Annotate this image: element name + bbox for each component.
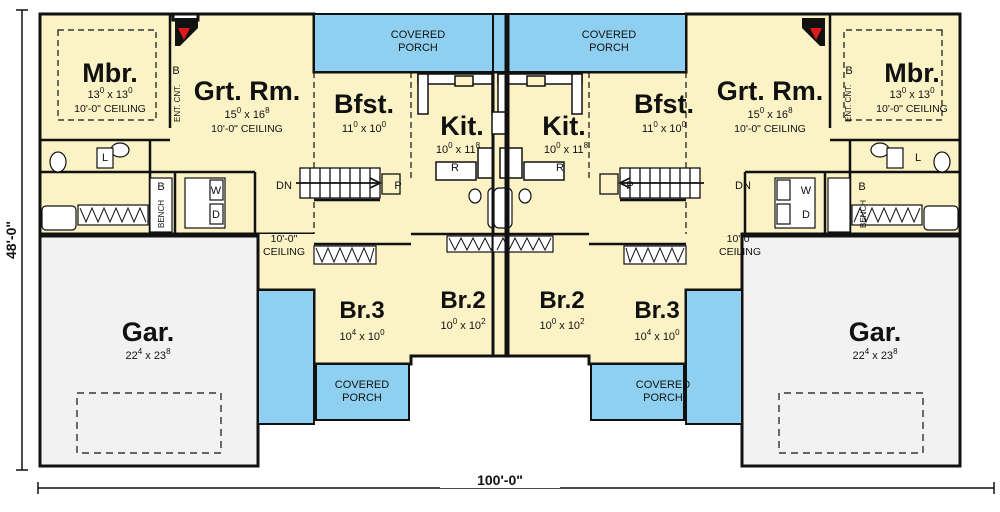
- br2-name: Br.2: [539, 287, 584, 314]
- bench-label: BENCH: [157, 200, 166, 228]
- bfst-name: Bfst.: [334, 89, 394, 119]
- bfst-dims: 110 x 100: [642, 120, 687, 135]
- br2-dims: 100 x 102: [539, 317, 585, 332]
- mbr-dims: 130 x 130: [889, 86, 935, 101]
- mbr-ceiling: 10'-0" CEILING: [876, 103, 948, 115]
- bfst-name: Bfst.: [634, 89, 694, 119]
- gar-dims: 224 x 238: [125, 347, 171, 362]
- kit-name: Kit.: [440, 111, 484, 141]
- rear-porch-label-1: COVERED: [636, 379, 690, 391]
- labels-right: Mbr. 130 x 130 10'-0" CEILING Grt. Rm. 1…: [539, 29, 948, 404]
- mbr-ceiling: 10'-0" CEILING: [74, 103, 146, 115]
- stairs: [599, 167, 704, 199]
- stairs: [296, 167, 401, 199]
- bench-b-label: B: [157, 181, 164, 193]
- rear-porch-label-1: COVERED: [335, 379, 389, 391]
- rear-porch-label-2: PORCH: [342, 392, 382, 404]
- gar-dims: 224 x 238: [852, 347, 898, 362]
- bfst-dims: 110 x 100: [342, 120, 387, 135]
- bench-label: BENCH: [859, 200, 868, 228]
- ent-center-label: ENT. CNT.: [844, 85, 853, 122]
- br3-name: Br.3: [634, 297, 679, 324]
- kit-dims: 100 x 118: [436, 141, 481, 156]
- garage-door: [778, 392, 924, 454]
- range-label: R: [556, 162, 564, 174]
- washer-label: W: [801, 185, 812, 197]
- mbr-name: Mbr.: [884, 58, 940, 88]
- labels-left: Mbr. 130 x 130 10'-0" CEILING Grt. Rm. 1…: [74, 29, 486, 404]
- br2-name: Br.2: [440, 287, 485, 314]
- garage-floor: [740, 234, 962, 468]
- stair-dn-label: DN: [735, 180, 751, 192]
- washer-label: W: [211, 185, 222, 197]
- br3-dims: 104 x 100: [339, 328, 385, 343]
- front-porch: [313, 13, 508, 73]
- gar-name: Gar.: [849, 317, 902, 347]
- front-porch: [492, 13, 687, 73]
- mbr-b-label: B: [845, 65, 852, 77]
- unit-left: [38, 12, 509, 468]
- side-porch: [685, 289, 743, 425]
- rear-porch: [315, 363, 410, 421]
- ent-center-label: ENT. CNT.: [173, 85, 182, 122]
- rear-porch: [590, 363, 685, 421]
- grt-name: Grt. Rm.: [717, 76, 824, 106]
- br3-name: Br.3: [339, 297, 384, 324]
- rear-porch-label-2: PORCH: [643, 392, 683, 404]
- grt-ceiling: 10'-0" CEILING: [734, 123, 806, 135]
- overall-width-label: 100'-0": [477, 472, 523, 488]
- dimension-lines: 48'-0" 100'-0": [3, 9, 995, 494]
- overall-depth-label: 48'-0": [3, 221, 19, 259]
- grt-name: Grt. Rm.: [194, 76, 301, 106]
- kit-dims: 100 x 118: [544, 141, 589, 156]
- dryer-label: D: [802, 209, 810, 221]
- garage-door: [76, 392, 222, 454]
- grt-ceiling: 10'-0" CEILING: [211, 123, 283, 135]
- kit-name: Kit.: [542, 111, 586, 141]
- bench-b-label: B: [858, 181, 865, 193]
- hall-ceiling-line2: CEILING: [719, 246, 761, 258]
- grt-dims: 150 x 168: [747, 106, 793, 121]
- dryer-label: D: [212, 209, 220, 221]
- front-porch-label-2: PORCH: [589, 42, 629, 54]
- mbr-b-label: B: [172, 65, 179, 77]
- br2-dims: 100 x 102: [440, 317, 486, 332]
- mbr-name: Mbr.: [82, 58, 138, 88]
- hall-ceiling-line1: 10'-0": [727, 233, 754, 245]
- pantry-label: P: [394, 180, 401, 192]
- front-porch-label-1: COVERED: [391, 29, 445, 41]
- grt-dims: 150 x 168: [224, 106, 270, 121]
- gar-name: Gar.: [122, 317, 175, 347]
- pantry-label: P: [626, 180, 633, 192]
- front-porch-label-2: PORCH: [398, 42, 438, 54]
- garage-floor: [38, 234, 260, 468]
- side-porch: [257, 289, 315, 425]
- hall-ceiling-line2: CEILING: [263, 246, 305, 258]
- hall-ceiling-line1: 10'-0": [271, 233, 298, 245]
- mbr-dims: 130 x 130: [87, 86, 133, 101]
- range-label: R: [451, 162, 459, 174]
- stair-dn-label: DN: [276, 180, 292, 192]
- linen-label: L: [102, 152, 108, 164]
- linen-label: L: [915, 152, 921, 164]
- br3-dims: 104 x 100: [634, 328, 680, 343]
- front-porch-label-1: COVERED: [582, 29, 636, 41]
- unit-right: [491, 12, 962, 468]
